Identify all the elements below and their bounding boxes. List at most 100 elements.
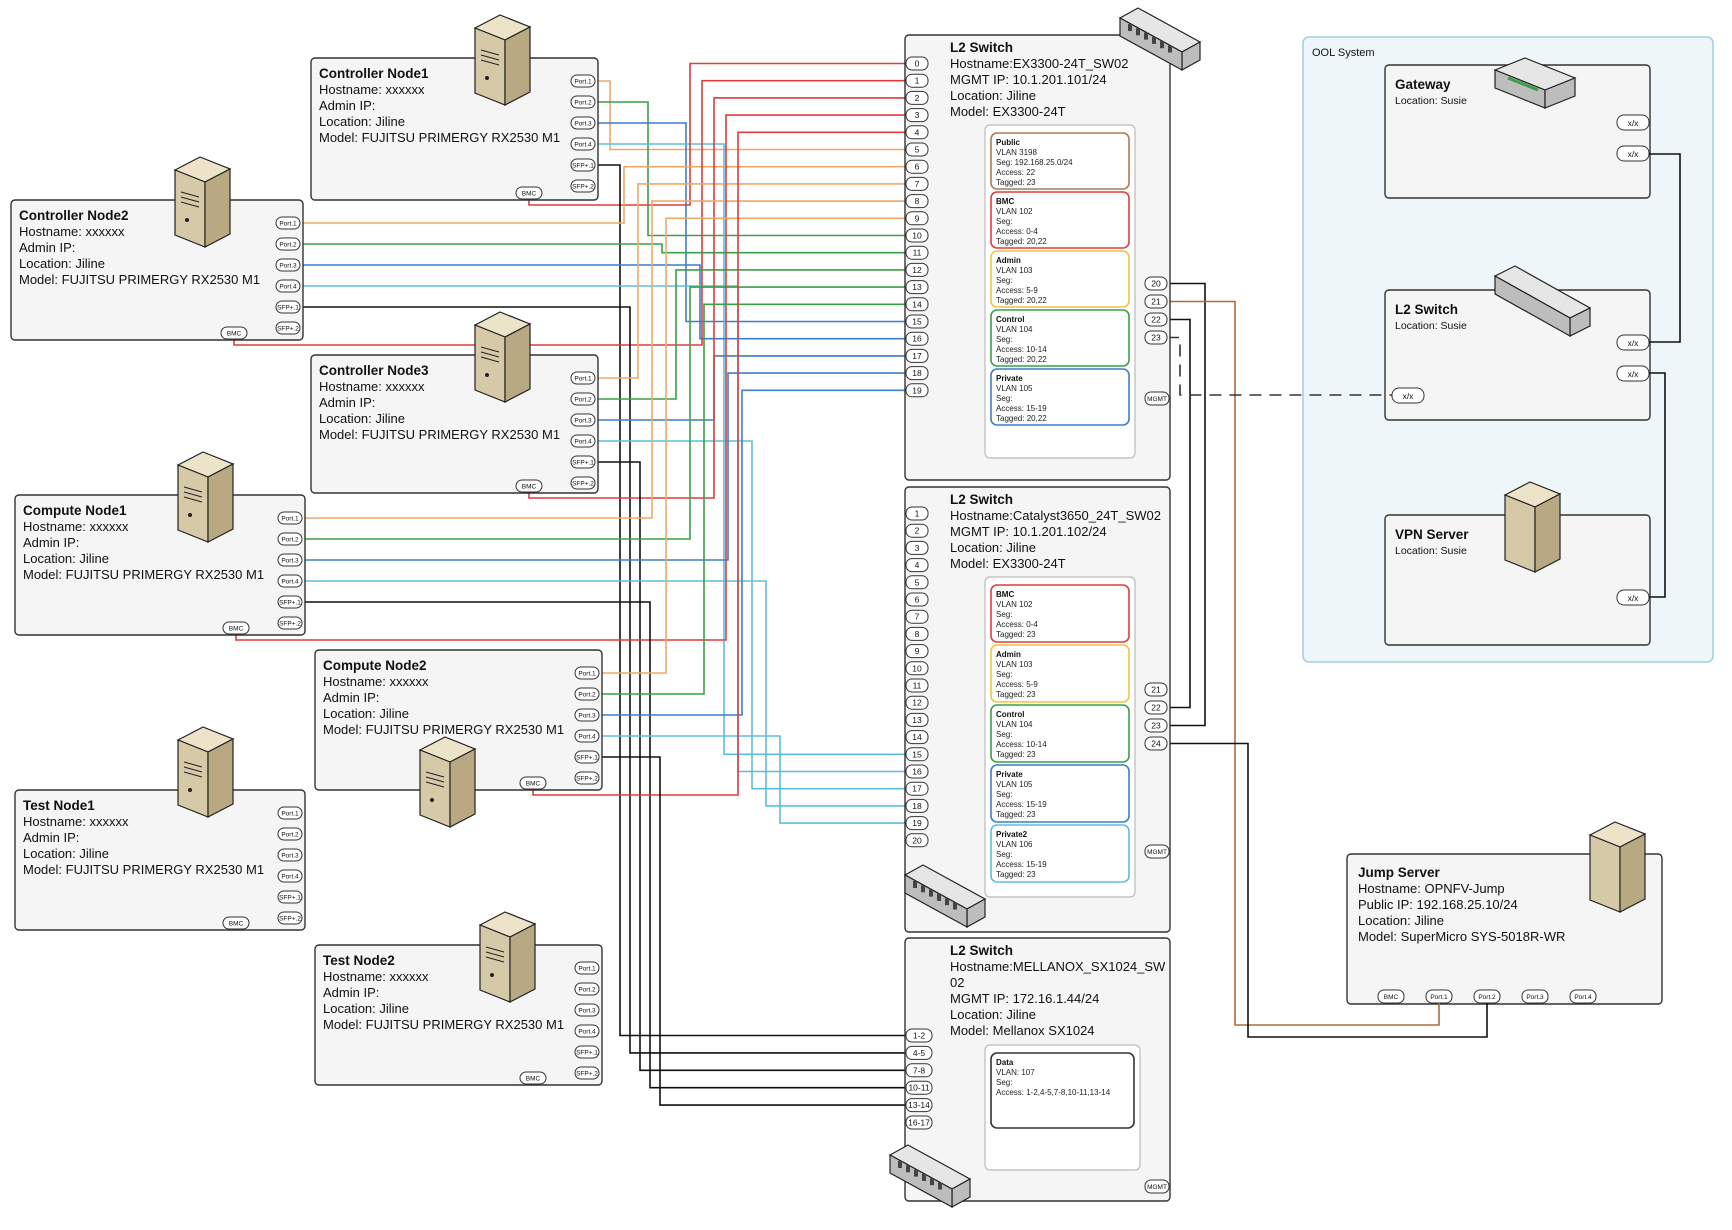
switch-port-1[interactable]: 1 [905, 73, 929, 88]
vpn-port-1[interactable]: x/x [1616, 589, 1650, 606]
node-port-2[interactable]: Port.2 [277, 827, 303, 841]
mgmt-port[interactable]: MGMT [1144, 1179, 1170, 1194]
bmc-port[interactable]: BMC [519, 776, 547, 790]
node-port-6[interactable]: SFP+.2 [277, 911, 303, 925]
node-port-1[interactable]: Port.1 [275, 216, 301, 230]
switch-port-10-11[interactable]: 10-11 [905, 1080, 933, 1095]
node-port-5[interactable]: SFP+.1 [570, 158, 596, 172]
switch-port-17[interactable]: 17 [905, 348, 929, 363]
node-port-2[interactable]: Port.2 [574, 982, 600, 996]
switch-port-15[interactable]: 15 [905, 314, 929, 329]
bmc-port[interactable]: BMC [515, 186, 543, 200]
switch-port-7[interactable]: 7 [905, 609, 929, 624]
switch-port-11[interactable]: 11 [905, 245, 929, 260]
node-port-4[interactable]: Port.4 [277, 869, 303, 883]
switch-port-3[interactable]: 3 [905, 108, 929, 123]
switch-port-23[interactable]: 23 [1144, 718, 1168, 733]
switch-port-20[interactable]: 20 [905, 833, 929, 848]
node-port-6[interactable]: SFP+.2 [570, 476, 596, 490]
node-port-6[interactable]: SFP+.2 [275, 321, 301, 335]
node-port-1[interactable]: Port.1 [277, 806, 303, 820]
switch-port-3[interactable]: 3 [905, 540, 929, 555]
node-port-1[interactable]: Port.1 [570, 74, 596, 88]
switch-port-9[interactable]: 9 [905, 644, 929, 659]
node-port-3[interactable]: Port.3 [574, 1003, 600, 1017]
node-port-3[interactable]: Port.3 [277, 553, 303, 567]
switch-port-4[interactable]: 4 [905, 558, 929, 573]
node-port-1[interactable]: Port.1 [574, 961, 600, 975]
bmc-port[interactable]: BMC [220, 326, 248, 340]
jump-port-2[interactable]: Port.2 [1473, 989, 1501, 1004]
switch-port-10[interactable]: 10 [905, 228, 929, 243]
switch-port-1[interactable]: 1 [905, 506, 929, 521]
node-port-2[interactable]: Port.2 [275, 237, 301, 251]
switch-port-18[interactable]: 18 [905, 366, 929, 381]
mgmt-port[interactable]: MGMT [1144, 844, 1170, 859]
ool-switch-port-2[interactable]: x/x [1616, 365, 1650, 382]
switch-port-13-14[interactable]: 13-14 [905, 1098, 933, 1113]
node-port-2[interactable]: Port.2 [570, 95, 596, 109]
switch-port-8[interactable]: 8 [905, 626, 929, 641]
node-port-4[interactable]: Port.4 [570, 434, 596, 448]
switch-port-6[interactable]: 6 [905, 159, 929, 174]
node-port-3[interactable]: Port.3 [275, 258, 301, 272]
switch-port-14[interactable]: 14 [905, 730, 929, 745]
switch-port-12[interactable]: 12 [905, 262, 929, 277]
node-port-2[interactable]: Port.2 [277, 532, 303, 546]
node-port-5[interactable]: SFP+.1 [570, 455, 596, 469]
switch-port-7[interactable]: 7 [905, 176, 929, 191]
switch-port-13[interactable]: 13 [905, 712, 929, 727]
ool-switch-port-1[interactable]: x/x [1616, 334, 1650, 351]
switch-port-9[interactable]: 9 [905, 211, 929, 226]
node-port-5[interactable]: SFP+.1 [277, 595, 303, 609]
switch-port-17[interactable]: 17 [905, 781, 929, 796]
gateway-port-2[interactable]: x/x [1616, 145, 1650, 162]
switch-port-22[interactable]: 22 [1144, 700, 1168, 715]
switch-port-16[interactable]: 16 [905, 331, 929, 346]
switch-port-22[interactable]: 22 [1144, 312, 1168, 327]
switch-port-20[interactable]: 20 [1144, 276, 1168, 291]
node-port-6[interactable]: SFP+.2 [574, 771, 600, 785]
node-port-3[interactable]: Port.3 [570, 413, 596, 427]
switch-port-4-5[interactable]: 4-5 [905, 1045, 933, 1060]
switch-port-2[interactable]: 2 [905, 523, 929, 538]
node-port-6[interactable]: SFP+.2 [574, 1066, 600, 1080]
switch-port-0[interactable]: 0 [905, 56, 929, 71]
gateway-port-1[interactable]: x/x [1616, 114, 1650, 131]
switch-port-5[interactable]: 5 [905, 142, 929, 157]
switch-port-7-8[interactable]: 7-8 [905, 1063, 933, 1078]
node-port-1[interactable]: Port.1 [570, 371, 596, 385]
node-port-5[interactable]: SFP+.1 [277, 890, 303, 904]
switch-port-14[interactable]: 14 [905, 297, 929, 312]
switch-port-19[interactable]: 19 [905, 816, 929, 831]
node-port-5[interactable]: SFP+.1 [574, 750, 600, 764]
node-port-4[interactable]: Port.4 [275, 279, 301, 293]
node-port-4[interactable]: Port.4 [277, 574, 303, 588]
switch-port-16-17[interactable]: 16-17 [905, 1115, 933, 1130]
switch-port-10[interactable]: 10 [905, 661, 929, 676]
node-port-3[interactable]: Port.3 [570, 116, 596, 130]
node-port-1[interactable]: Port.1 [574, 666, 600, 680]
switch-port-16[interactable]: 16 [905, 764, 929, 779]
switch-port-5[interactable]: 5 [905, 575, 929, 590]
switch-port-2[interactable]: 2 [905, 90, 929, 105]
mgmt-port[interactable]: MGMT [1144, 391, 1170, 406]
node-port-1[interactable]: Port.1 [277, 511, 303, 525]
jump-port-4[interactable]: Port.4 [1569, 989, 1597, 1004]
node-port-3[interactable]: Port.3 [574, 708, 600, 722]
switch-port-4[interactable]: 4 [905, 125, 929, 140]
switch-port-21[interactable]: 21 [1144, 682, 1168, 697]
node-port-4[interactable]: Port.4 [574, 1024, 600, 1038]
jump-port-bmc[interactable]: BMC [1377, 989, 1405, 1004]
switch-port-24[interactable]: 24 [1144, 736, 1168, 751]
switch-port-12[interactable]: 12 [905, 695, 929, 710]
node-port-4[interactable]: Port.4 [570, 137, 596, 151]
switch-port-8[interactable]: 8 [905, 194, 929, 209]
switch-port-21[interactable]: 21 [1144, 294, 1168, 309]
node-port-2[interactable]: Port.2 [570, 392, 596, 406]
bmc-port[interactable]: BMC [515, 479, 543, 493]
switch-port-13[interactable]: 13 [905, 280, 929, 295]
node-port-2[interactable]: Port.2 [574, 687, 600, 701]
node-port-5[interactable]: SFP+.1 [574, 1045, 600, 1059]
switch-port-1-2[interactable]: 1-2 [905, 1028, 933, 1043]
